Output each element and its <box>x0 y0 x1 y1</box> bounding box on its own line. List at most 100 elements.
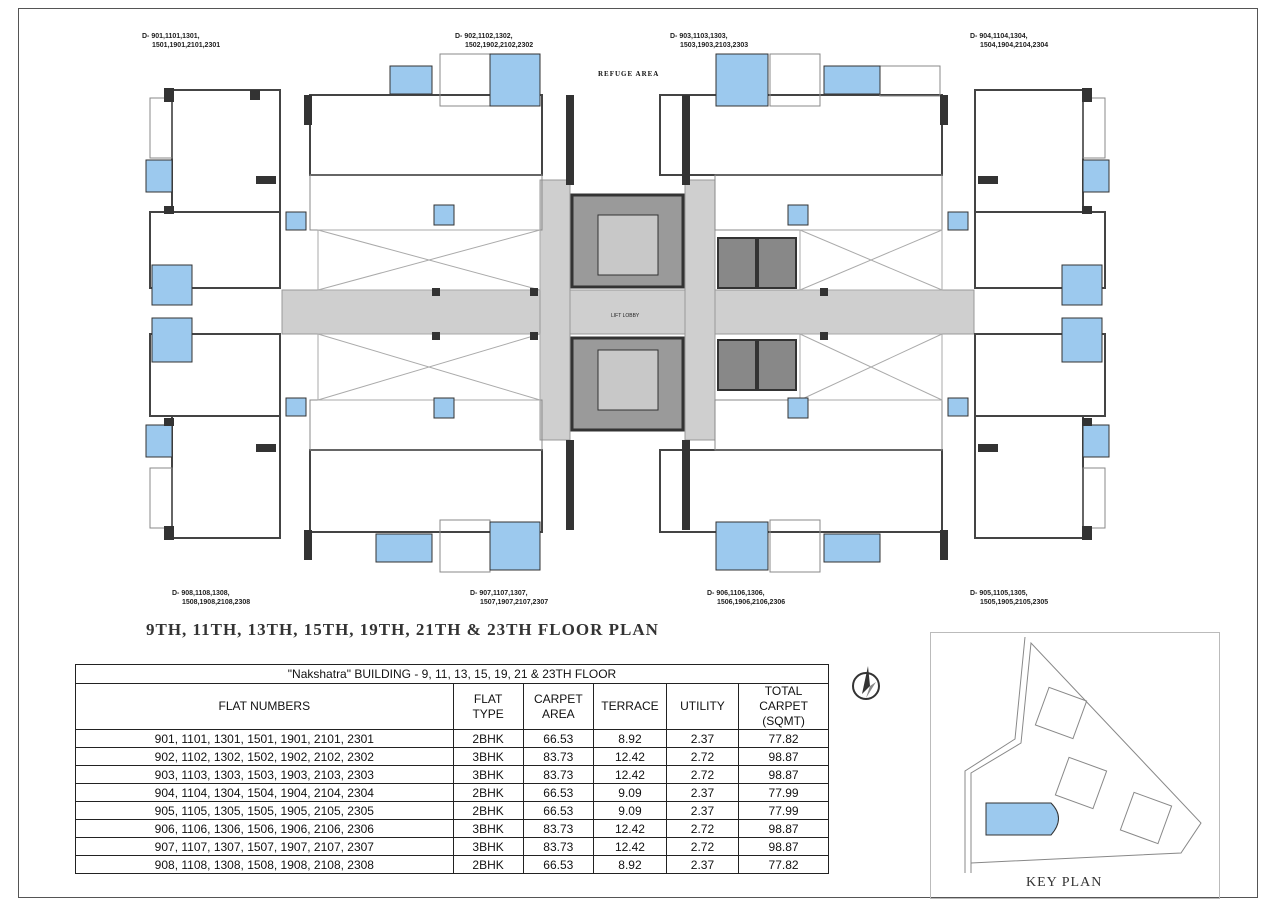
table-cell: 83.73 <box>522 747 595 766</box>
lift-lobby-label: LIFT LOBBY <box>611 313 640 319</box>
header-total-carpet: TOTAL CARPET (SQMT) <box>738 683 829 730</box>
table-cell: 98.87 <box>738 747 829 766</box>
terrace <box>489 53 541 107</box>
table-cell: 83.73 <box>522 819 595 838</box>
floor-plan-title: 9TH, 11TH, 13TH, 15TH, 19TH, 21TH & 23TH… <box>146 620 659 639</box>
utility <box>947 397 969 417</box>
utility <box>285 397 307 417</box>
terrace <box>151 264 193 306</box>
terrace <box>1082 159 1110 193</box>
table-cell: 2BHK <box>452 729 524 748</box>
table-caption: "Nakshatra" BUILDING - 9, 11, 13, 15, 19… <box>75 664 829 684</box>
table-cell: 902, 1102, 1302, 1502, 1902, 2102, 2302 <box>75 747 454 766</box>
flat-label-bc2: D- 906,1106,1306,1506,1906,2106,2306 <box>707 590 786 606</box>
terrace <box>145 424 173 458</box>
table-cell: 12.42 <box>593 765 667 784</box>
key-plan-box <box>930 632 1220 899</box>
terrace <box>145 159 173 193</box>
terrace <box>1082 424 1110 458</box>
table-cell: 8.92 <box>593 729 667 748</box>
terrace <box>715 521 769 571</box>
central-core-vertical-right <box>684 179 716 441</box>
lift-2 <box>757 237 797 289</box>
north-compass-icon <box>852 666 880 700</box>
table-cell: 66.53 <box>522 855 595 874</box>
table-cell: 12.42 <box>593 837 667 856</box>
table-cell: 907, 1107, 1307, 1507, 1907, 2107, 2307 <box>75 837 454 856</box>
utility <box>433 204 455 226</box>
terrace <box>823 533 881 563</box>
floor-plan-drawing <box>145 53 1110 573</box>
table-cell: 2.72 <box>665 819 740 838</box>
table-cell: 2BHK <box>452 783 524 802</box>
flat-label-br: D- 905,1105,1305,1505,1905,2105,2305 <box>970 590 1049 606</box>
terrace <box>151 317 193 363</box>
flat-907-outline <box>309 449 543 533</box>
table-cell: 2.72 <box>665 765 740 784</box>
flat-902-outline <box>309 94 543 176</box>
table-cell: 83.73 <box>522 765 595 784</box>
utility <box>947 211 969 231</box>
table-cell: 9.09 <box>593 801 667 820</box>
table-cell: 77.99 <box>738 801 829 820</box>
table-cell: 12.42 <box>593 747 667 766</box>
flat-904-outline <box>974 89 1084 213</box>
terrace <box>389 65 433 95</box>
table-cell: 908, 1108, 1308, 1508, 1908, 2108, 2308 <box>75 855 454 874</box>
table-cell: 3BHK <box>452 747 524 766</box>
lift-3 <box>717 339 757 391</box>
table-cell: 901, 1101, 1301, 1501, 1901, 2101, 2301 <box>75 729 454 748</box>
flat-label-tl: D- 901,1101,1301,1501,1901,2101,2301 <box>142 33 221 49</box>
table-cell: 904, 1104, 1304, 1504, 1904, 2104, 2304 <box>75 783 454 802</box>
header-utility: UTILITY <box>665 683 740 730</box>
terrace <box>823 65 881 95</box>
terrace <box>1061 317 1103 363</box>
table-cell: 2.37 <box>665 783 740 802</box>
table-cell: 98.87 <box>738 765 829 784</box>
table-cell: 66.53 <box>522 783 595 802</box>
terrace <box>1061 264 1103 306</box>
lift-lobby-corridor <box>281 289 975 335</box>
utility <box>787 397 809 419</box>
utility <box>787 204 809 226</box>
table-cell: 2.72 <box>665 837 740 856</box>
table-cell: 12.42 <box>593 819 667 838</box>
table-cell: 2BHK <box>452 855 524 874</box>
terrace <box>489 521 541 571</box>
table-cell: 98.87 <box>738 819 829 838</box>
table-cell: 66.53 <box>522 801 595 820</box>
table-cell: 9.09 <box>593 783 667 802</box>
flat-label-bc1: D- 907,1107,1307,1507,1907,2107,2307 <box>470 590 549 606</box>
flat-901-outline <box>171 89 281 213</box>
central-core-vertical <box>539 179 571 441</box>
header-terrace: TERRACE <box>593 683 667 730</box>
table-cell: 77.82 <box>738 855 829 874</box>
terrace <box>375 533 433 563</box>
key-plan-label: KEY PLAN <box>1026 875 1103 890</box>
table-cell: 8.92 <box>593 855 667 874</box>
header-flat-type: FLAT TYPE <box>452 683 524 730</box>
utility <box>433 397 455 419</box>
lift-4 <box>757 339 797 391</box>
table-cell: 77.82 <box>738 729 829 748</box>
lift-1 <box>717 237 757 289</box>
utility <box>285 211 307 231</box>
header-flat-numbers: FLAT NUMBERS <box>75 683 454 730</box>
table-cell: 2.37 <box>665 729 740 748</box>
table-cell: 3BHK <box>452 837 524 856</box>
refuge-area-label: REFUGE AREA <box>598 70 660 78</box>
table-cell: 66.53 <box>522 729 595 748</box>
header-carpet-area: CARPET AREA <box>522 683 595 730</box>
table-cell: 83.73 <box>522 837 595 856</box>
area-statement-table: "Nakshatra" BUILDING - 9, 11, 13, 15, 19… <box>75 664 829 874</box>
table-cell: 906, 1106, 1306, 1506, 1906, 2106, 2306 <box>75 819 454 838</box>
table-cell: 3BHK <box>452 765 524 784</box>
table-cell: 98.87 <box>738 837 829 856</box>
